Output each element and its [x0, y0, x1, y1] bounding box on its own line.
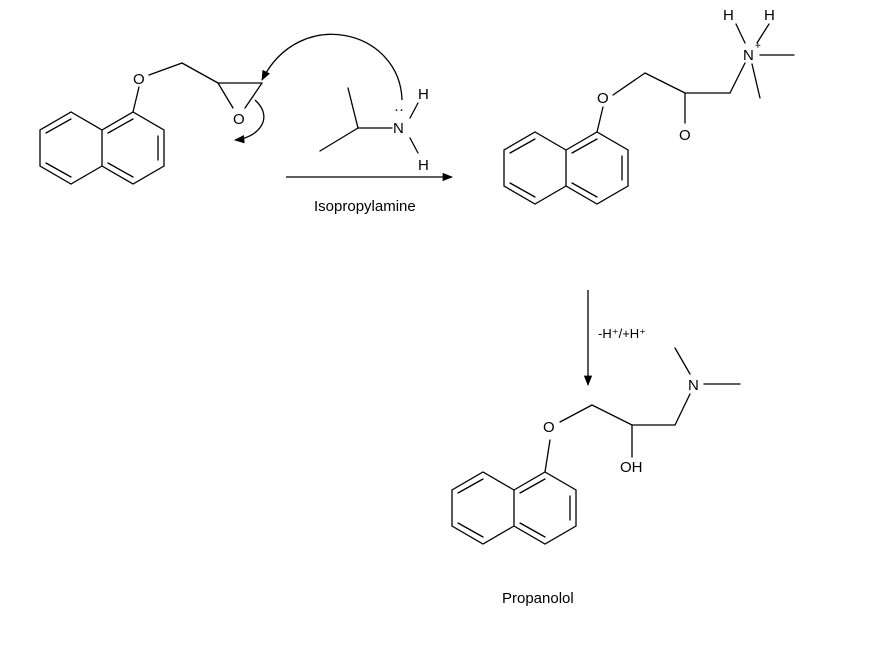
propanolol-product: O OH N: [451, 347, 741, 545]
amine-hydrogen-top: H: [418, 86, 429, 103]
aryl-ether-bond: [132, 86, 140, 113]
ammonium-hydrogen-left: H: [723, 7, 734, 24]
naphthalene-ring: [503, 131, 629, 205]
epoxide-oxygen: O: [233, 111, 245, 128]
epoxide-ring: O: [217, 82, 263, 128]
product-name: Propanolol: [502, 590, 574, 607]
isopropylamine: N ·· H H: [319, 86, 429, 174]
epoxide-reactant: O O: [39, 62, 263, 185]
alkoxide-oxygen: O: [679, 127, 691, 144]
positive-charge: +: [755, 41, 761, 52]
nitrogen-lone-pair: ··: [394, 101, 404, 118]
reagent-label: Isopropylamine: [314, 198, 416, 215]
amine-hydrogen-bottom: H: [418, 157, 429, 174]
amine-nitrogen: N: [393, 120, 404, 137]
naphthalene-ring: [451, 471, 577, 545]
proton-transfer-label: -H⁺/+H⁺: [598, 326, 646, 341]
ring-opening-arrow: [233, 99, 265, 144]
nucleophilic-attack-arrow: [261, 33, 403, 101]
naphthalene-ring: [39, 111, 165, 185]
ether-oxygen: O: [597, 90, 609, 107]
ammonium-nitrogen: N: [743, 47, 754, 64]
ether-oxygen: O: [133, 71, 145, 88]
hydroxyl-group: OH: [620, 459, 643, 476]
alkoxide-intermediate: O O N + H H: [503, 7, 795, 205]
amine-nitrogen: N: [688, 377, 699, 394]
ether-oxygen: O: [543, 419, 555, 436]
ammonium-hydrogen-right: H: [764, 7, 775, 24]
